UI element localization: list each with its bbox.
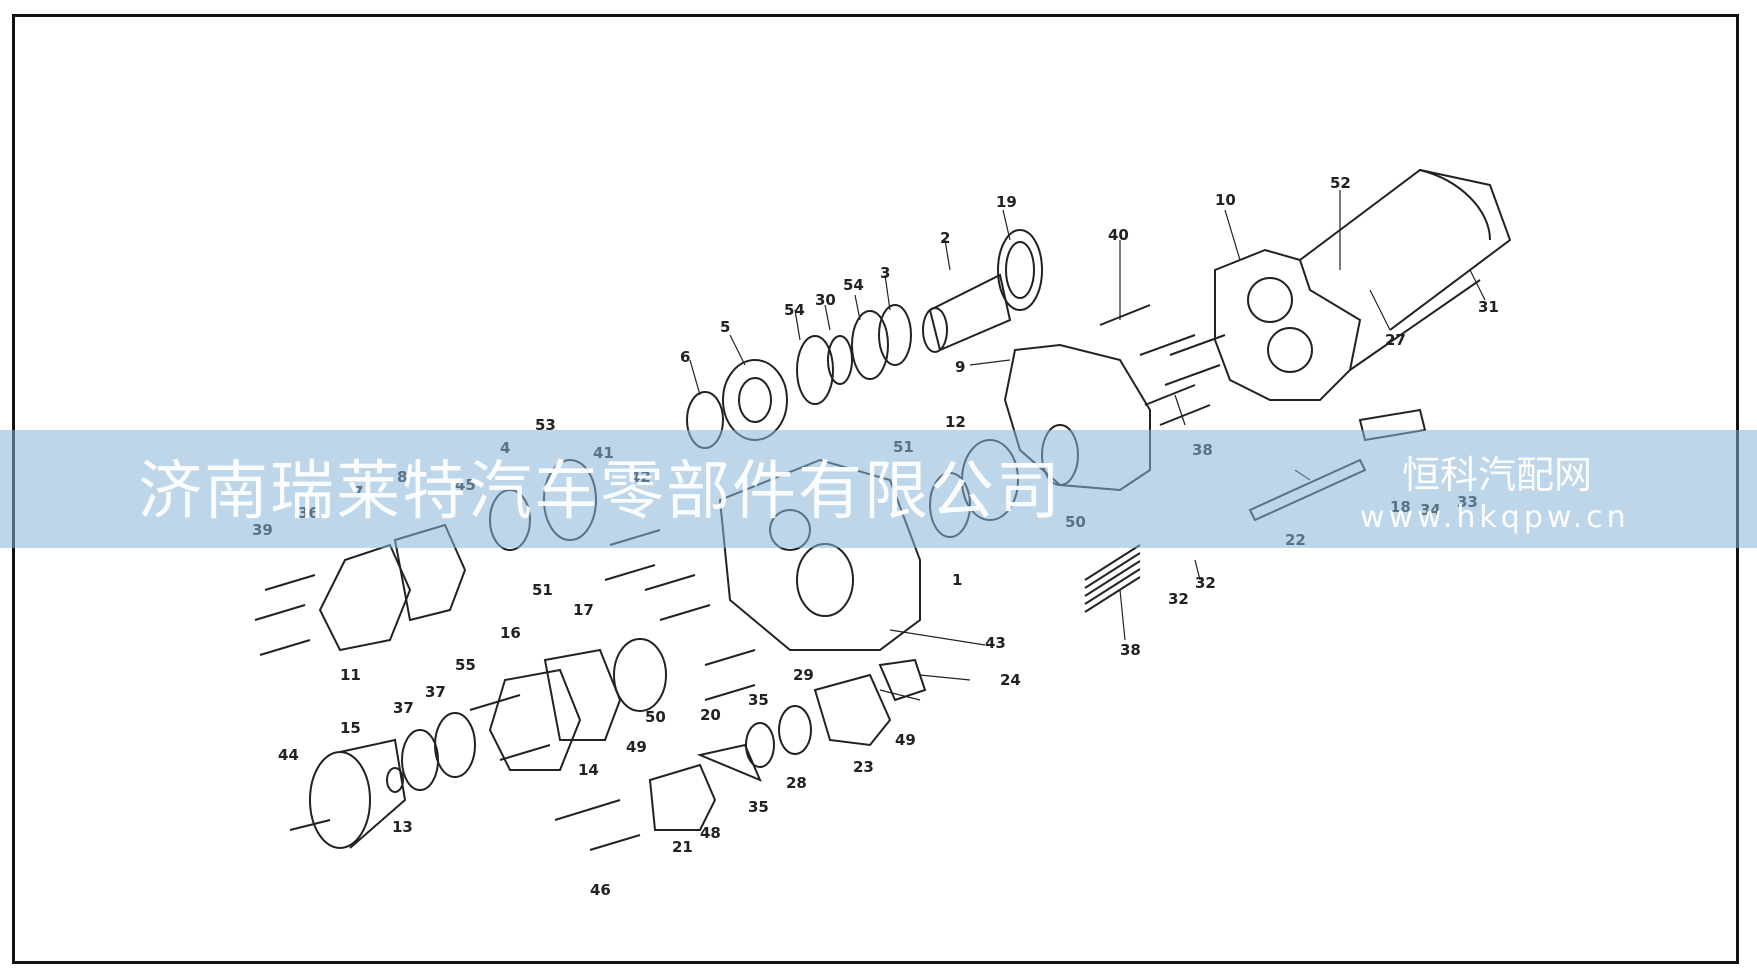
label-27: 27 (1385, 331, 1406, 349)
part-seal-37a (401, 729, 439, 791)
label-23: 23 (853, 758, 874, 776)
label-19: 19 (996, 193, 1017, 211)
label-51b: 51 (532, 581, 553, 599)
label-35b: 35 (748, 798, 769, 816)
label-24: 24 (1000, 671, 1021, 689)
watermark-banner (0, 430, 1757, 548)
label-30: 30 (815, 291, 836, 309)
label-20: 20 (700, 706, 721, 724)
label-49a: 49 (626, 738, 647, 756)
label-1: 1 (952, 571, 962, 589)
label-11: 11 (340, 666, 361, 684)
label-43: 43 (985, 634, 1006, 652)
label-29: 29 (793, 666, 814, 684)
part-seal-50 (613, 638, 667, 712)
part-cover-16 (488, 648, 622, 771)
label-17: 17 (573, 601, 594, 619)
label-21: 21 (672, 838, 693, 856)
label-46: 46 (590, 881, 611, 899)
label-50b: 50 (645, 708, 666, 726)
leader-lines (689, 190, 1486, 701)
label-12: 12 (945, 413, 966, 431)
part-ring-35 (745, 722, 775, 768)
label-52: 52 (1330, 174, 1351, 192)
part-gear-19 (997, 229, 1043, 311)
watermark-site-name: 恒科汽配网 (1402, 453, 1593, 497)
label-48: 48 (700, 824, 721, 842)
label-5: 5 (720, 318, 730, 336)
part-washer-13 (386, 767, 404, 793)
watermark-company: 济南瑞莱特汽车零部件有限公司 (138, 455, 1062, 529)
part-cover-21 (648, 743, 762, 831)
label-15: 15 (340, 719, 361, 737)
part-housing-rear (1214, 168, 1512, 401)
label-2: 2 (940, 229, 950, 247)
label-6: 6 (680, 348, 690, 366)
part-shaft-2 (922, 273, 1012, 353)
label-44: 44 (278, 746, 299, 764)
label-35a: 35 (748, 691, 769, 709)
label-14: 14 (578, 761, 599, 779)
label-32b: 32 (1168, 590, 1189, 608)
part-bearings-3-54-30 (796, 304, 912, 405)
label-54b: 54 (784, 301, 805, 319)
part-spring-38 (1084, 544, 1141, 613)
label-53: 53 (535, 416, 556, 434)
label-37b: 37 (393, 699, 414, 717)
label-13: 13 (392, 818, 413, 836)
label-9: 9 (955, 358, 965, 376)
label-37a: 37 (425, 683, 446, 701)
part-seal-37b (434, 712, 476, 778)
label-55: 55 (455, 656, 476, 674)
part-plug-28 (778, 705, 812, 755)
part-gear-5 (722, 359, 788, 441)
label-3: 3 (880, 264, 890, 282)
part-cover-23 (813, 658, 927, 747)
label-16: 16 (500, 624, 521, 642)
label-49b: 49 (895, 731, 916, 749)
label-28: 28 (786, 774, 807, 792)
label-32a: 32 (1195, 574, 1216, 592)
part-flange-15 (309, 738, 407, 849)
label-10: 10 (1215, 191, 1236, 209)
label-54a: 54 (843, 276, 864, 294)
label-38b: 38 (1120, 641, 1141, 659)
label-40: 40 (1108, 226, 1129, 244)
label-31: 31 (1478, 298, 1499, 316)
watermark-site-url: www.hkqpw.cn (1360, 500, 1630, 535)
